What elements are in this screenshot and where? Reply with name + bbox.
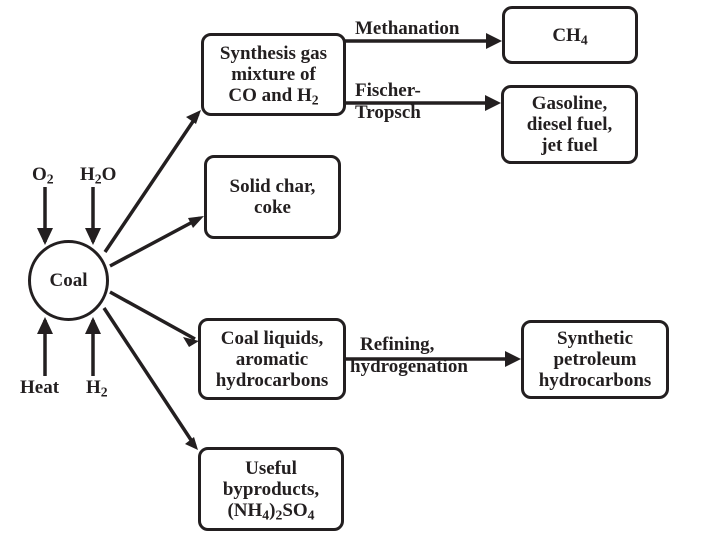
fischer-text: Fischer- — [355, 80, 421, 101]
methanation-text: Methanation — [355, 18, 460, 39]
synthesis-gas-line-1: Synthesis gas — [219, 43, 328, 64]
solid-char-line-2: coke — [254, 197, 291, 218]
arrowhead-h2 — [85, 317, 101, 334]
hydrogenation-text: hydrogenation — [350, 356, 468, 377]
arrowhead-methanation — [486, 33, 502, 49]
gasoline-line-1: Gasoline, — [531, 93, 608, 114]
synthesis-gas-node: Synthesis gas mixture of CO and H2 — [201, 33, 346, 116]
arrowhead-heat — [37, 317, 53, 334]
tropsch-text: Tropsch — [355, 102, 421, 123]
byproducts-node: Useful byproducts, (NH4)2SO4 — [198, 447, 344, 531]
refining-label: Refining, hydrogenation — [350, 334, 468, 378]
coal-node: Coal — [28, 240, 109, 321]
gasoline-line-3: jet fuel — [541, 135, 598, 156]
methanation-label: Methanation — [355, 18, 460, 39]
arrow-coal-to-solid-char — [109, 216, 201, 268]
solid-char-node: Solid char, coke — [204, 155, 341, 239]
synthetic-petroleum-line-3: hydrocarbons — [538, 370, 652, 391]
co-and-h-text: CO and H — [228, 85, 312, 106]
input-heat-label: Heat — [20, 377, 59, 398]
synthetic-petroleum-line-2: petroleum — [553, 349, 637, 370]
coal-liquids-node: Coal liquids, aromatic hydrocarbons — [198, 318, 346, 400]
h2o-subscript: 2 — [94, 171, 102, 187]
h2-text: H — [86, 377, 101, 398]
h2-subscript-synthesis: 2 — [311, 92, 319, 108]
ch-text: CH — [552, 24, 581, 46]
arrowhead-fischer-tropsch — [485, 95, 501, 111]
ch4-subscript: 4 — [580, 31, 588, 47]
arrowhead-o2 — [37, 228, 53, 245]
o2-text: O — [32, 164, 47, 185]
h2o-text-after: O — [101, 164, 117, 185]
refining-text: Refining, — [360, 334, 435, 355]
synthetic-petroleum-line-1: Synthetic — [557, 328, 633, 349]
byproducts-formula: (NH4)2SO4 — [223, 499, 319, 522]
solid-char-line-1: Solid char, — [229, 176, 316, 197]
formula-sub-2: 2 — [275, 506, 283, 522]
formula-sub-1: 4 — [262, 506, 270, 522]
ch4-label: CH4 — [552, 24, 588, 47]
ch4-node: CH4 — [502, 6, 638, 64]
heat-text: Heat — [20, 377, 60, 398]
arrowhead-synthesis-gas — [186, 110, 201, 124]
arrowhead-byproducts — [185, 437, 198, 450]
synthesis-gas-line-2: mixture of — [231, 64, 316, 85]
coal-label: Coal — [49, 269, 88, 291]
synthetic-petroleum-node: Synthetic petroleum hydrocarbons — [521, 320, 669, 399]
formula-part-1: (NH — [227, 499, 263, 521]
arrow-coal-to-coal-liquids — [109, 290, 196, 341]
input-h2-label: H2 — [86, 377, 108, 400]
formula-sub-3: 4 — [307, 506, 315, 522]
formula-part-2: ) — [269, 499, 276, 521]
synthesis-gas-line-3: CO and H2 — [220, 85, 327, 108]
input-o2-label: O2 — [32, 164, 54, 187]
arrow-coal-to-byproducts — [102, 307, 197, 447]
arrowhead-h2o — [85, 228, 101, 245]
arrowhead-refining — [505, 351, 521, 367]
coal-liquids-line-1: Coal liquids, — [220, 327, 324, 349]
coal-liquids-line-3: hydrocarbons — [215, 369, 329, 391]
formula-part-3: SO — [282, 499, 308, 521]
input-h2o-label: H2O — [80, 164, 117, 187]
gasoline-line-2: diesel fuel, — [526, 114, 613, 135]
coal-liquids-line-2: aromatic — [235, 348, 309, 370]
h2o-text: H — [80, 164, 95, 185]
arrowhead-solid-char — [188, 216, 204, 228]
arrow-coal-to-synthesis-gas — [103, 113, 200, 253]
byproducts-line-1: Useful — [245, 457, 297, 479]
byproducts-line-2: byproducts, — [222, 478, 320, 500]
o2-subscript: 2 — [46, 171, 54, 187]
fischer-tropsch-label: Fischer- Tropsch — [355, 80, 421, 124]
gasoline-node: Gasoline, diesel fuel, jet fuel — [501, 85, 638, 164]
h2-subscript: 2 — [100, 384, 108, 400]
arrowhead-coal-liquids — [183, 337, 199, 347]
